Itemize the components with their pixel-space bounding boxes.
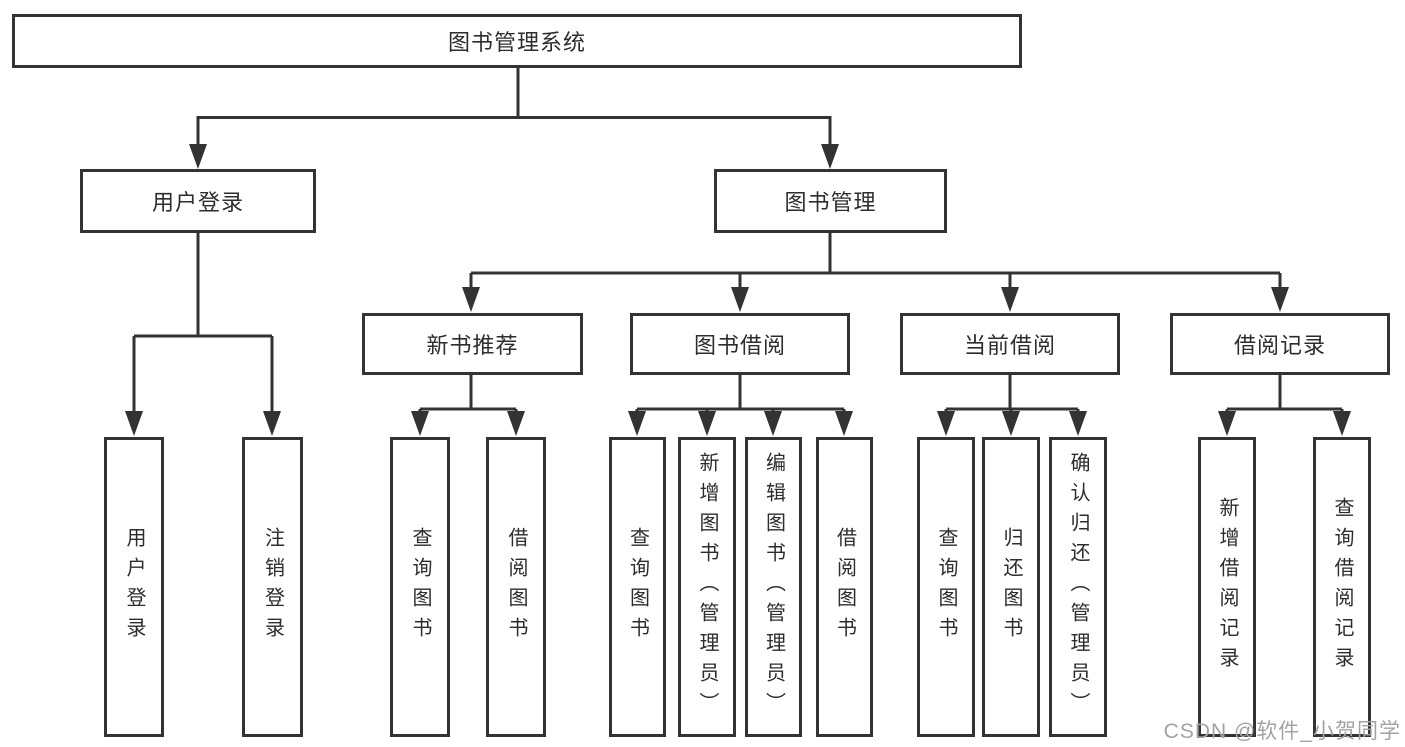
leaf-borrow-books-label: 借阅图书 xyxy=(833,527,856,647)
csdn-watermark: CSDN @软件_小贺同学 xyxy=(1163,720,1401,743)
leaf-borrow-books-recommend: 借阅图书 xyxy=(486,437,546,737)
leaf-user-login-label: 用户登录 xyxy=(123,527,145,647)
leaf-logout-label: 注销登录 xyxy=(261,527,284,647)
leaf-query-borrow-record-label: 查询借阅记录 xyxy=(1331,497,1353,677)
leaf-query-books-borrowing-label: 查询图书 xyxy=(626,527,649,647)
node-borrowing-records: 借阅记录 xyxy=(1170,313,1390,375)
leaf-confirm-return-admin-label: 确认归还（管理员） xyxy=(1067,452,1089,722)
leaf-edit-books-admin-label: 编辑图书（管理员） xyxy=(762,452,785,722)
leaf-query-books-borrowing: 查询图书 xyxy=(609,437,666,737)
node-book-management: 图书管理 xyxy=(714,169,947,233)
node-book-borrowing-label: 图书借阅 xyxy=(693,333,786,358)
leaf-query-books-current: 查询图书 xyxy=(917,437,975,737)
node-borrowing-records-label: 借阅记录 xyxy=(1233,333,1326,358)
leaf-add-books-admin-label: 新增图书（管理员） xyxy=(696,452,718,722)
leaf-return-books: 归还图书 xyxy=(982,437,1040,737)
node-current-borrowing-label: 当前借阅 xyxy=(963,333,1056,358)
node-new-book-recommend-label: 新书推荐 xyxy=(426,333,519,358)
node-new-book-recommend: 新书推荐 xyxy=(362,313,583,375)
node-book-management-label: 图书管理 xyxy=(784,190,877,215)
node-user-login-label: 用户登录 xyxy=(151,190,244,215)
node-book-borrowing: 图书借阅 xyxy=(630,313,850,375)
leaf-confirm-return-admin: 确认归还（管理员） xyxy=(1049,437,1107,737)
leaf-borrow-books-recommend-label: 借阅图书 xyxy=(505,527,527,647)
leaf-logout: 注销登录 xyxy=(242,437,303,737)
leaf-user-login: 用户登录 xyxy=(104,437,164,737)
leaf-add-books-admin: 新增图书（管理员） xyxy=(678,437,736,737)
leaf-add-borrow-record-label: 新增借阅记录 xyxy=(1216,497,1238,677)
leaf-return-books-label: 归还图书 xyxy=(1000,527,1022,647)
leaf-add-borrow-record: 新增借阅记录 xyxy=(1198,437,1256,737)
node-user-login: 用户登录 xyxy=(80,169,316,233)
leaf-query-borrow-record: 查询借阅记录 xyxy=(1313,437,1371,737)
leaf-query-books-recommend: 查询图书 xyxy=(390,437,450,737)
leaf-borrow-books: 借阅图书 xyxy=(816,437,873,737)
node-library-management-system-label: 图书管理系统 xyxy=(447,30,586,55)
leaf-query-books-recommend-label: 查询图书 xyxy=(409,527,431,647)
node-library-management-system: 图书管理系统 xyxy=(12,14,1022,68)
leaf-query-books-current-label: 查询图书 xyxy=(935,527,957,647)
leaf-edit-books-admin: 编辑图书（管理员） xyxy=(745,437,802,737)
node-current-borrowing: 当前借阅 xyxy=(900,313,1120,375)
